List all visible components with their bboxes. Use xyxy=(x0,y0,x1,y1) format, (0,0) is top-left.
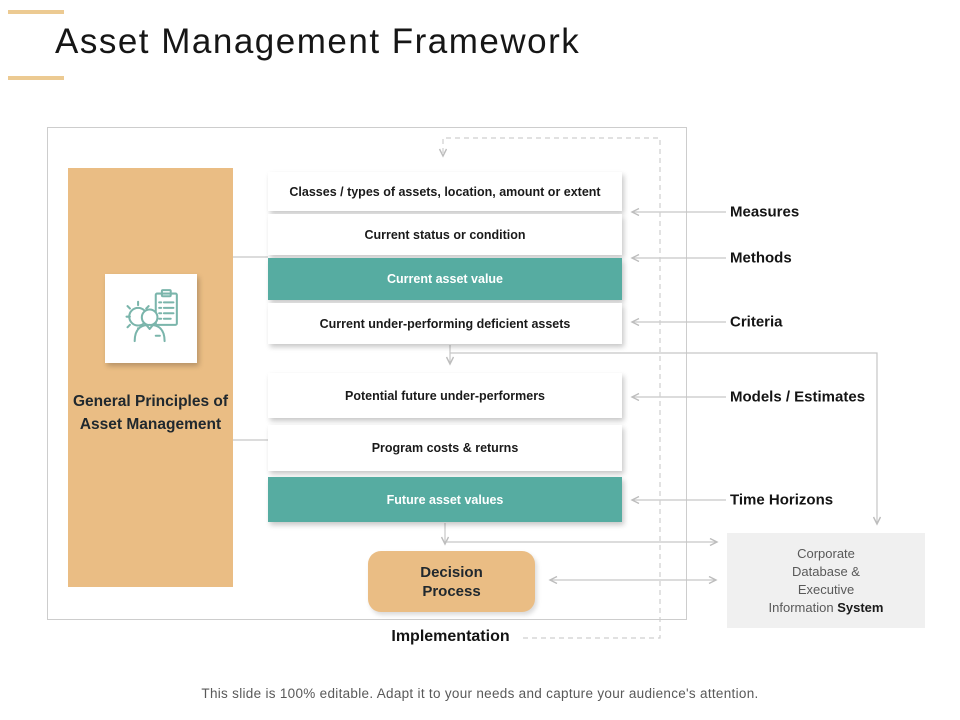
box-current-status: Current status or condition xyxy=(268,214,622,255)
database-line3: Executive xyxy=(797,581,855,597)
box-future-asset-values: Future asset values xyxy=(268,477,622,522)
decision-process-box: Decision Process xyxy=(368,551,535,612)
general-principles-label: General Principles of Asset Management xyxy=(72,393,229,433)
gear-person-clipboard-icon xyxy=(117,282,185,355)
database-line4-bold: System xyxy=(837,599,884,615)
box-program-costs-returns: Program costs & returns xyxy=(268,425,622,471)
general-principles-panel: General Principles of Asset Management xyxy=(68,168,233,587)
label-time-horizons: Time Horizons xyxy=(730,491,834,509)
box-current-asset-value: Current asset value xyxy=(268,258,622,300)
decision-line2: Process xyxy=(422,582,481,600)
database-line4: Information System xyxy=(769,599,884,617)
slide-title: Asset Management Framework xyxy=(55,22,581,61)
title-accent-bottom xyxy=(8,76,64,80)
footer-note: This slide is 100% editable. Adapt it to… xyxy=(201,686,759,701)
implementation-label: Implementation xyxy=(391,628,510,645)
database-line1: Corporate xyxy=(797,545,855,561)
icon-tile xyxy=(105,274,197,363)
box-potential-future-underperformers: Potential future under-performers xyxy=(268,373,622,418)
label-methods: Methods xyxy=(730,249,792,267)
label-models-estimates: Models / Estimates xyxy=(730,388,866,406)
label-measures: Measures xyxy=(730,203,800,221)
box-classes-types: Classes / types of assets, location, amo… xyxy=(268,172,622,211)
database-line2: Database & xyxy=(792,563,860,579)
title-accent-top xyxy=(8,10,64,14)
database-line4-regular: Information xyxy=(768,599,838,615)
label-criteria: Criteria xyxy=(730,313,783,331)
box-current-underperforming: Current under-performing deficient asset… xyxy=(268,303,622,344)
decision-line1: Decision xyxy=(420,563,483,581)
corporate-database-box: Corporate Database & Executive Informati… xyxy=(727,533,925,628)
